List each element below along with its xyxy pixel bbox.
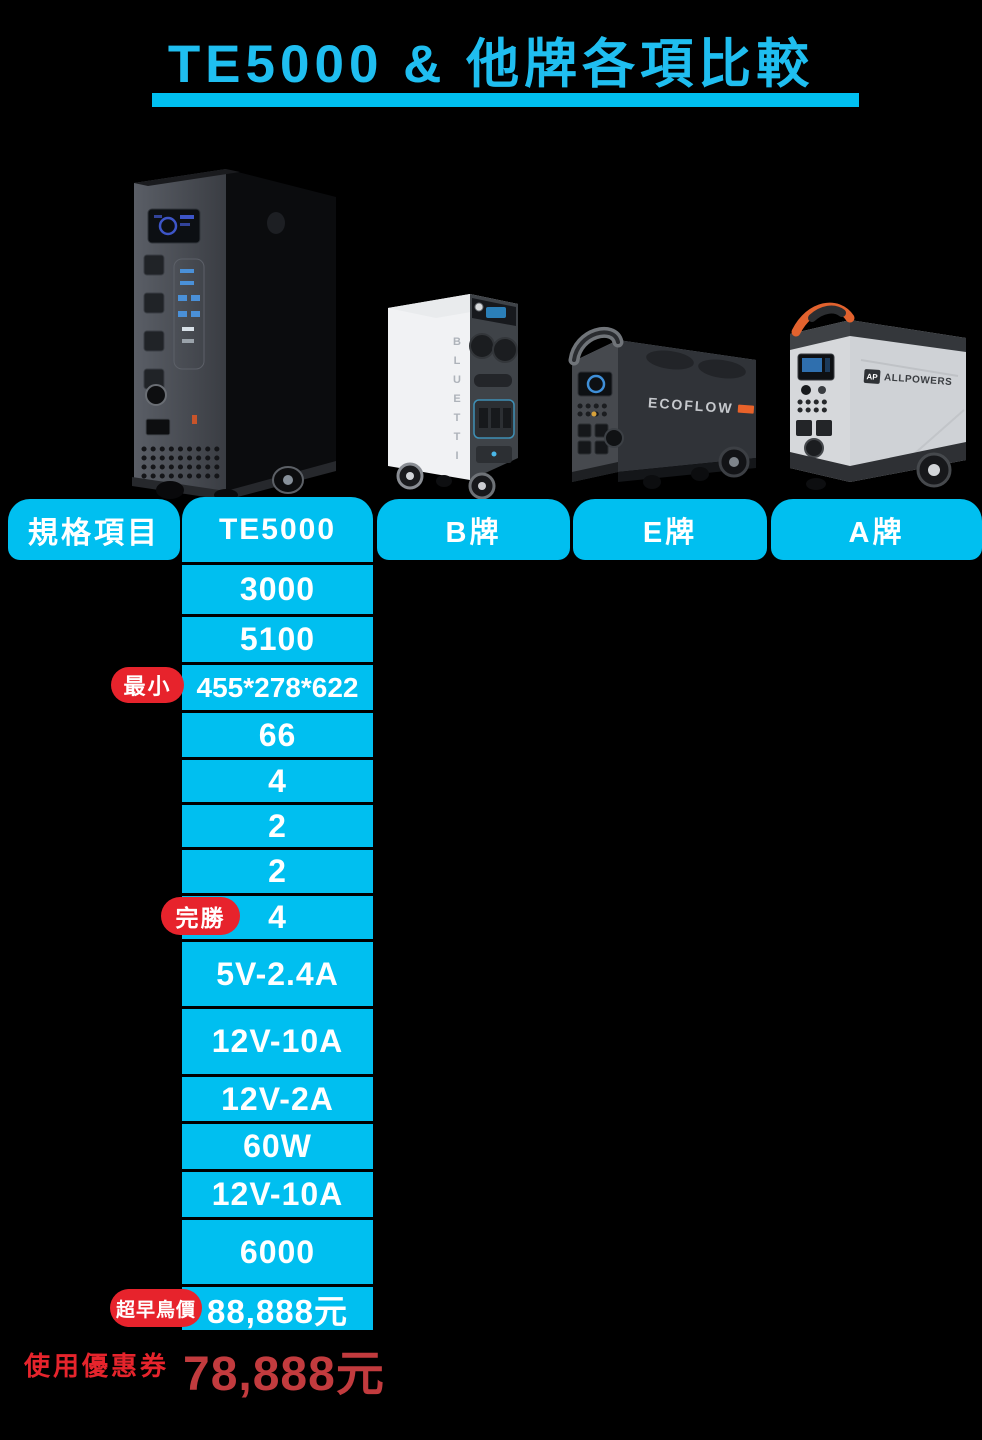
te5000-value-row: 60W <box>182 1124 373 1169</box>
bluetti-product-image <box>388 294 518 500</box>
bluetti-outlet-panel <box>473 399 515 439</box>
header-te5000: TE5000 <box>182 497 373 562</box>
allpowers-product-image <box>790 302 966 490</box>
te5000-value-row: 12V-10A <box>182 1172 373 1217</box>
te5000-front-panel <box>134 169 226 495</box>
badge-win: 完勝 <box>161 897 240 935</box>
te5000-value-row: 12V-2A <box>182 1077 373 1121</box>
badge-smallest: 最小 <box>111 667 184 703</box>
header-brand-b: B牌 <box>377 499 570 560</box>
te5000-value-row: 4 <box>182 760 373 802</box>
te5000-side-panel <box>226 169 336 495</box>
te5000-ac-inlet <box>145 418 171 436</box>
header-brand-e: E牌 <box>573 499 767 560</box>
title-underline <box>152 93 859 107</box>
te5000-dc-socket <box>145 384 167 406</box>
badge-earlybird: 超早鳥價 <box>110 1289 202 1327</box>
te5000-handle-hole <box>267 212 285 234</box>
te5000-value-row: 455*278*622 <box>182 665 373 710</box>
te5000-value-row: 5100 <box>182 617 373 662</box>
te5000-column: TE5000 3000 5100 455*278*622 66 4 2 2 4 … <box>182 497 373 1330</box>
allpowers-logo: AP <box>863 368 881 385</box>
te5000-ac-outlets <box>143 254 165 390</box>
ecoflow-handle <box>568 326 624 366</box>
allpowers-display <box>797 353 835 381</box>
discount-price: 78,888元 <box>183 1348 385 1401</box>
ecoflow-product-image <box>568 326 756 489</box>
te5000-value-row: 88,888元 <box>182 1287 373 1330</box>
page-title: TE5000 & 他牌各項比較 <box>167 35 815 94</box>
te5000-value-row: 66 <box>182 713 373 757</box>
bluetti-handle-recess <box>474 374 512 387</box>
allpowers-base <box>790 442 966 482</box>
te5000-value-row: 2 <box>182 850 373 893</box>
header-spec-items: 規格項目 <box>8 499 180 560</box>
te5000-product-image <box>132 169 336 501</box>
ecoflow-display <box>577 371 613 397</box>
allpowers-side-panel <box>850 320 966 482</box>
allpowers-handle <box>791 302 855 337</box>
coupon-label: 使用優惠券 <box>24 1351 170 1381</box>
allpowers-ports <box>796 385 835 458</box>
te5000-value-row: 3000 <box>182 565 373 614</box>
te5000-vent-grid <box>141 446 223 479</box>
bluetti-side-panel <box>388 294 470 480</box>
te5000-value-row: 12V-10A <box>182 1009 373 1074</box>
te5000-value-row: 2 <box>182 805 373 847</box>
allpowers-top-band <box>850 320 966 352</box>
ecoflow-top-vents <box>646 350 746 379</box>
te5000-value-row: 5V-2.4A <box>182 942 373 1006</box>
te5000-wheels <box>156 466 304 501</box>
allpowers-wheels <box>806 452 952 490</box>
bluetti-display <box>472 298 516 326</box>
bluetti-brand-text: BLUETTI <box>451 336 463 469</box>
te5000-usb-ports <box>173 258 205 370</box>
ecoflow-ports <box>577 403 624 455</box>
ecoflow-wheels <box>643 446 750 489</box>
bluetti-wheels <box>396 462 496 500</box>
ecoflow-orange-tag <box>737 404 754 414</box>
bluetti-fan-vents <box>469 333 518 363</box>
header-brand-a: A牌 <box>771 499 982 560</box>
te5000-value-row: 6000 <box>182 1220 373 1284</box>
te5000-display <box>147 208 201 244</box>
